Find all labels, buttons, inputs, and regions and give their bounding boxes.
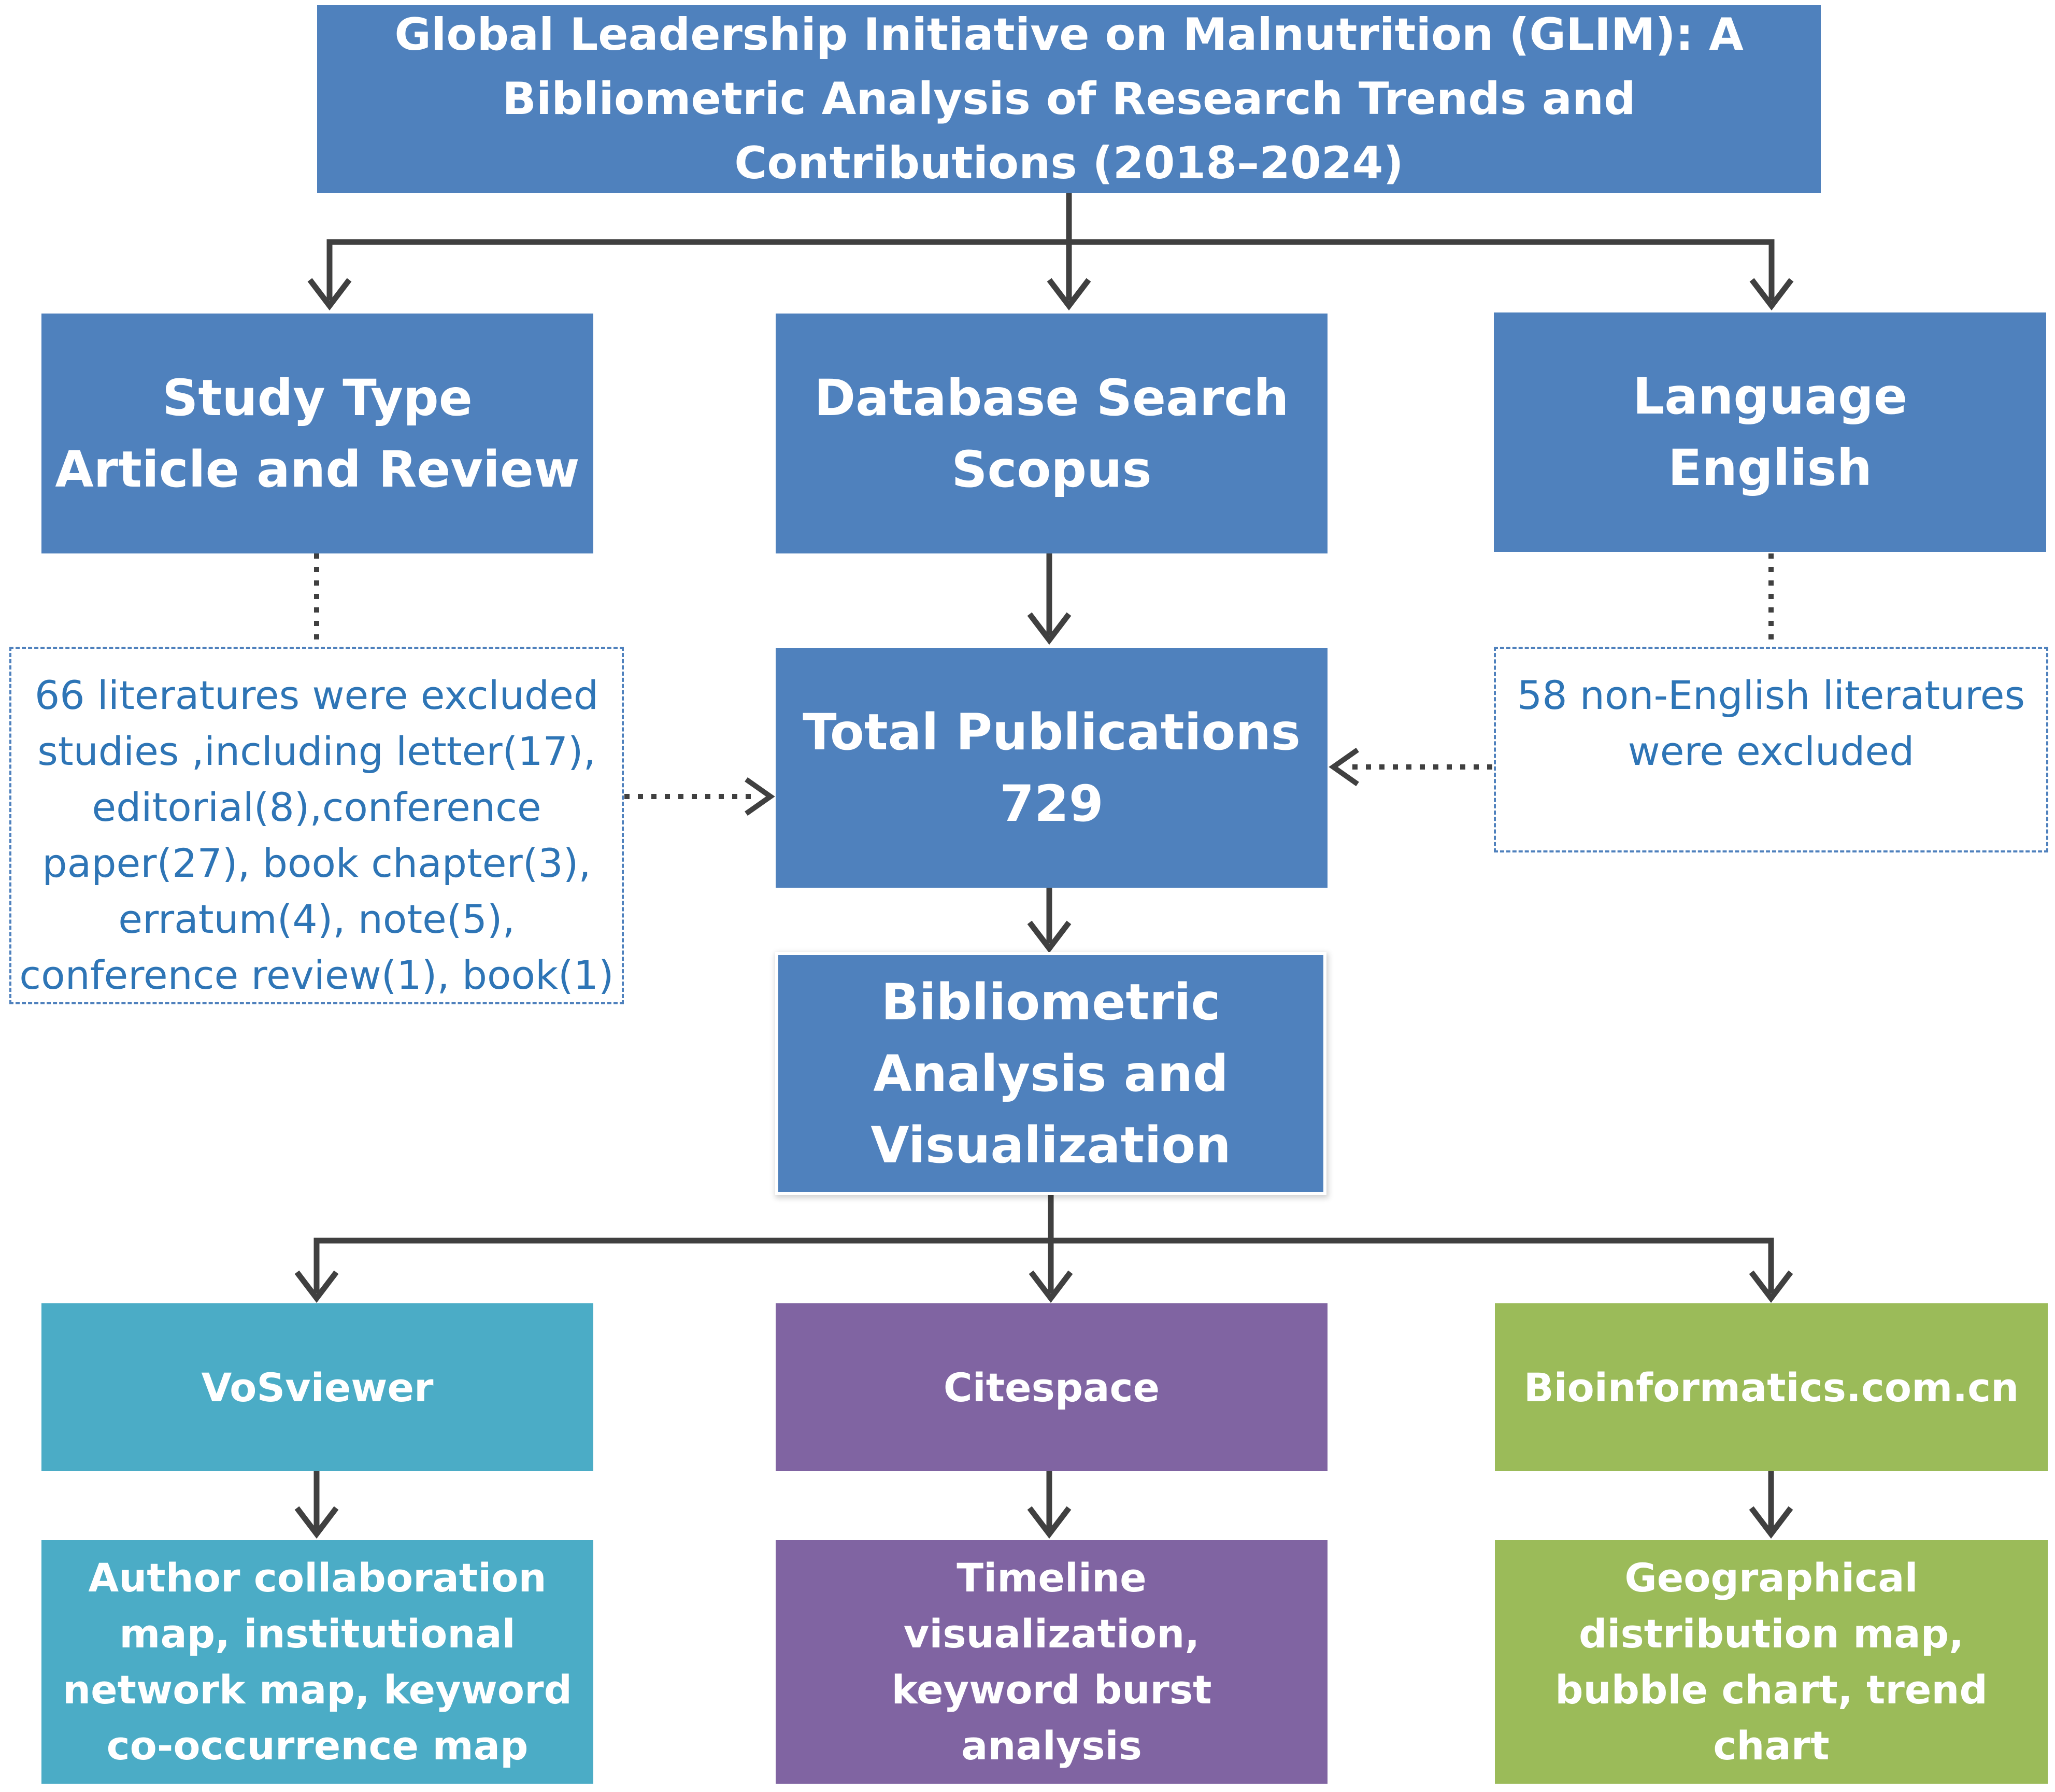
study-type-value: Article and Review — [55, 440, 580, 499]
language-exclusion-box: 58 non-English literatures were excluded — [1494, 647, 2048, 852]
arrow-to-analysis — [1027, 888, 1072, 954]
arrow-to-citespace-output — [1027, 1471, 1072, 1539]
bioinformatics-output-box: Geographical distribution map, bubble ch… — [1495, 1540, 2048, 1784]
language-box: Language English — [1494, 312, 2046, 552]
arrow-to-bioinformatics-output — [1749, 1471, 1793, 1539]
database-heading: Database Search — [814, 368, 1289, 427]
analysis-box: Bibliometric Analysis and Visualization — [778, 955, 1323, 1192]
total-publications-box: Total Publications 729 — [776, 648, 1328, 888]
bioinformatics-label: Bioinformatics.com.cn — [1523, 1364, 2019, 1411]
study-type-heading: Study Type — [162, 368, 473, 427]
arrow-to-total — [1027, 553, 1072, 645]
citespace-label: Citespace — [943, 1364, 1160, 1411]
dotted-arrow-head-right — [1329, 747, 1359, 787]
citespace-output-box: Timeline visualization, keyword burst an… — [776, 1540, 1328, 1784]
total-publications-label: Total Publications — [803, 703, 1301, 761]
arrow-to-database — [1047, 242, 1091, 311]
total-publications-value: 729 — [1000, 774, 1104, 833]
arrow-to-vosviewer-output — [294, 1471, 339, 1539]
arrow-to-citespace — [1029, 1241, 1073, 1303]
title-text: Global Leadership Initiative on Malnutri… — [394, 9, 1744, 189]
vosviewer-box: VoSviewer — [41, 1303, 593, 1471]
study-type-exclusion-text: 66 literatures were excluded studies ,in… — [19, 672, 614, 998]
language-heading: Language — [1633, 367, 1907, 425]
dotted-arrow-head-left — [745, 777, 775, 816]
arrow-to-vosviewer — [294, 1241, 339, 1303]
database-box: Database Search Scopus — [776, 314, 1328, 553]
bioinformatics-box: Bioinformatics.com.cn — [1495, 1303, 2048, 1471]
citespace-output-text: Timeline visualization, keyword burst an… — [891, 1555, 1212, 1769]
arrow-to-bioinformatics — [1749, 1241, 1793, 1303]
study-type-exclusion-box: 66 literatures were excluded studies ,in… — [9, 647, 624, 1004]
arrow-to-language — [1749, 242, 1794, 311]
citespace-box: Citespace — [776, 1303, 1328, 1471]
bioinformatics-output-text: Geographical distribution map, bubble ch… — [1555, 1555, 1988, 1769]
vosviewer-output-text: Author collaboration map, institutional … — [63, 1555, 572, 1769]
language-exclusion-text: 58 non-English literatures were excluded — [1517, 672, 2025, 774]
database-value: Scopus — [951, 440, 1152, 499]
vosviewer-output-box: Author collaboration map, institutional … — [41, 1540, 593, 1784]
vosviewer-label: VoSviewer — [201, 1364, 434, 1411]
language-value: English — [1668, 439, 1872, 497]
title-box: Global Leadership Initiative on Malnutri… — [317, 5, 1821, 193]
arrow-to-study-type — [307, 242, 352, 311]
analysis-text: Bibliometric Analysis and Visualization — [870, 973, 1231, 1174]
study-type-box: Study Type Article and Review — [41, 314, 593, 553]
